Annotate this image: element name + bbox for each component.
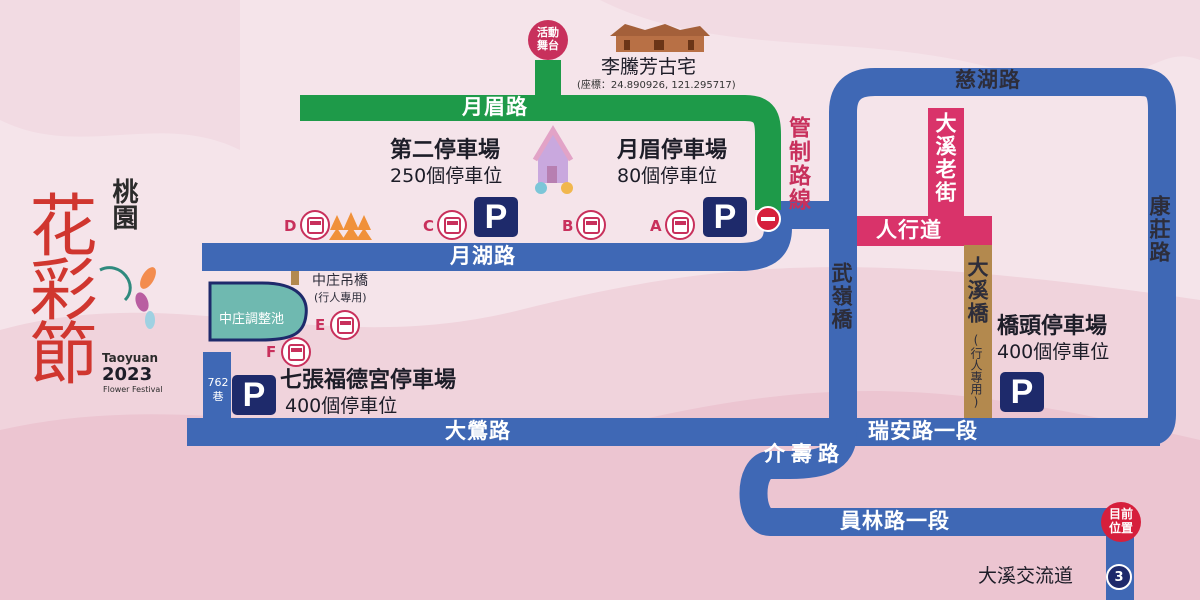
- daxi-bridge-label: 大溪橋: [965, 256, 989, 325]
- ruian-road-label: 瑞安路一段: [868, 419, 978, 443]
- parking-qizhang-p-icon[interactable]: P: [232, 375, 276, 415]
- suspension-bridge-road: [291, 271, 299, 285]
- dayin-road-label: 大鶯路: [445, 419, 511, 443]
- bus-stop-d[interactable]: [300, 210, 330, 240]
- festival-en-sub: Flower Festival: [103, 385, 163, 394]
- no-entry-icon: [755, 206, 781, 232]
- traffic-control-label: 管制路線: [785, 116, 810, 212]
- yuanlin-road-label: 員林路一段: [840, 509, 950, 533]
- parking-second-p-icon[interactable]: P: [474, 197, 518, 237]
- exit-name-label: 大溪交流道: [978, 565, 1074, 587]
- bus-stop-f-letter: F: [266, 343, 277, 361]
- old-street-label: 大溪老街: [933, 112, 957, 204]
- bus-icon: [582, 216, 600, 234]
- yuehu-road-label: 月湖路: [450, 244, 516, 268]
- pink-roads: [857, 108, 992, 246]
- current-line2: 位置: [1108, 521, 1133, 535]
- landmark-name: 李騰芳古宅: [601, 56, 697, 78]
- bus-icon: [443, 216, 461, 234]
- bus-stop-e[interactable]: [330, 310, 360, 340]
- festival-title-main: 花彩節: [17, 190, 96, 382]
- trees-icon: [329, 212, 372, 240]
- yuemei-road: [300, 60, 781, 210]
- lane-762-label: 762巷: [207, 376, 229, 404]
- candy-house-icon: [532, 125, 574, 194]
- kangzhuang-road-label: 康莊路: [1147, 195, 1171, 264]
- current-position-marker[interactable]: 目前 位置: [1101, 502, 1141, 542]
- blue-roads: [187, 68, 1176, 600]
- parking-yuemei-p-icon[interactable]: P: [703, 197, 747, 237]
- bus-icon: [336, 316, 354, 334]
- parking-qizhang-name: 七張福德宮停車場: [280, 368, 457, 393]
- parking-qizhang-capacity: 400個停車位: [285, 395, 398, 417]
- bus-stop-a-letter: A: [650, 217, 662, 235]
- stage-line1: 活動: [537, 26, 559, 40]
- jieshou-road-label: 介壽路: [764, 442, 845, 466]
- bus-stop-c[interactable]: [437, 210, 467, 240]
- cihu-road-label: 慈湖路: [955, 68, 1021, 92]
- bus-stop-b-letter: B: [562, 217, 574, 235]
- temple-icon: [610, 24, 710, 52]
- bus-icon: [306, 216, 324, 234]
- parking-second-name: 第二停車場: [390, 138, 501, 163]
- festival-en-name: Taoyuan: [102, 351, 158, 365]
- current-line1: 目前: [1108, 507, 1133, 522]
- bus-icon: [671, 216, 689, 234]
- zhongzhuang-pond: [208, 281, 308, 342]
- daxi-bridge-road: [964, 245, 992, 418]
- wuling-bridge-label: 武嶺橋: [829, 262, 853, 331]
- event-stage-marker[interactable]: 活動 舞台: [528, 20, 568, 60]
- bus-icon: [287, 343, 305, 361]
- jieshou-road: [739, 430, 1134, 600]
- bus-stop-e-letter: E: [315, 316, 326, 334]
- bus-stop-f[interactable]: [281, 337, 311, 367]
- exit-number-badge: 3: [1106, 564, 1132, 590]
- parking-qiaotou-p-icon[interactable]: P: [1000, 372, 1044, 412]
- parking-qiaotou-capacity: 400個停車位: [997, 341, 1110, 363]
- bus-stop-b[interactable]: [576, 210, 606, 240]
- stage-line2: 舞台: [537, 39, 559, 52]
- suspension-bridge-note: (行人專用): [314, 291, 367, 304]
- landmark-coords: (座標：24.890926, 121.295717): [577, 80, 736, 91]
- bus-stop-a[interactable]: [665, 210, 695, 240]
- festival-title-side: 桃園: [108, 178, 138, 230]
- pond-label: 中庄調整池: [219, 312, 285, 327]
- bus-stop-c-letter: C: [423, 217, 435, 235]
- bus-stop-d-letter: D: [284, 217, 297, 235]
- loop-road: [829, 68, 1176, 446]
- walkway-label: 人行道: [876, 218, 942, 242]
- festival-year: 2023: [102, 364, 153, 385]
- parking-yuemei-name: 月眉停車場: [617, 138, 728, 163]
- festival-leaf-decor: [99, 266, 156, 329]
- daxi-bridge-note: (行人專用): [969, 333, 983, 409]
- parking-yuemei-capacity: 80個停車位: [617, 165, 718, 187]
- parking-second-capacity: 250個停車位: [390, 165, 503, 187]
- suspension-bridge-label: 中庄吊橋: [312, 273, 368, 289]
- parking-qiaotou-name: 橋頭停車場: [997, 314, 1108, 339]
- yuehu-road: [202, 201, 850, 271]
- yuemei-road-label: 月眉路: [462, 95, 528, 119]
